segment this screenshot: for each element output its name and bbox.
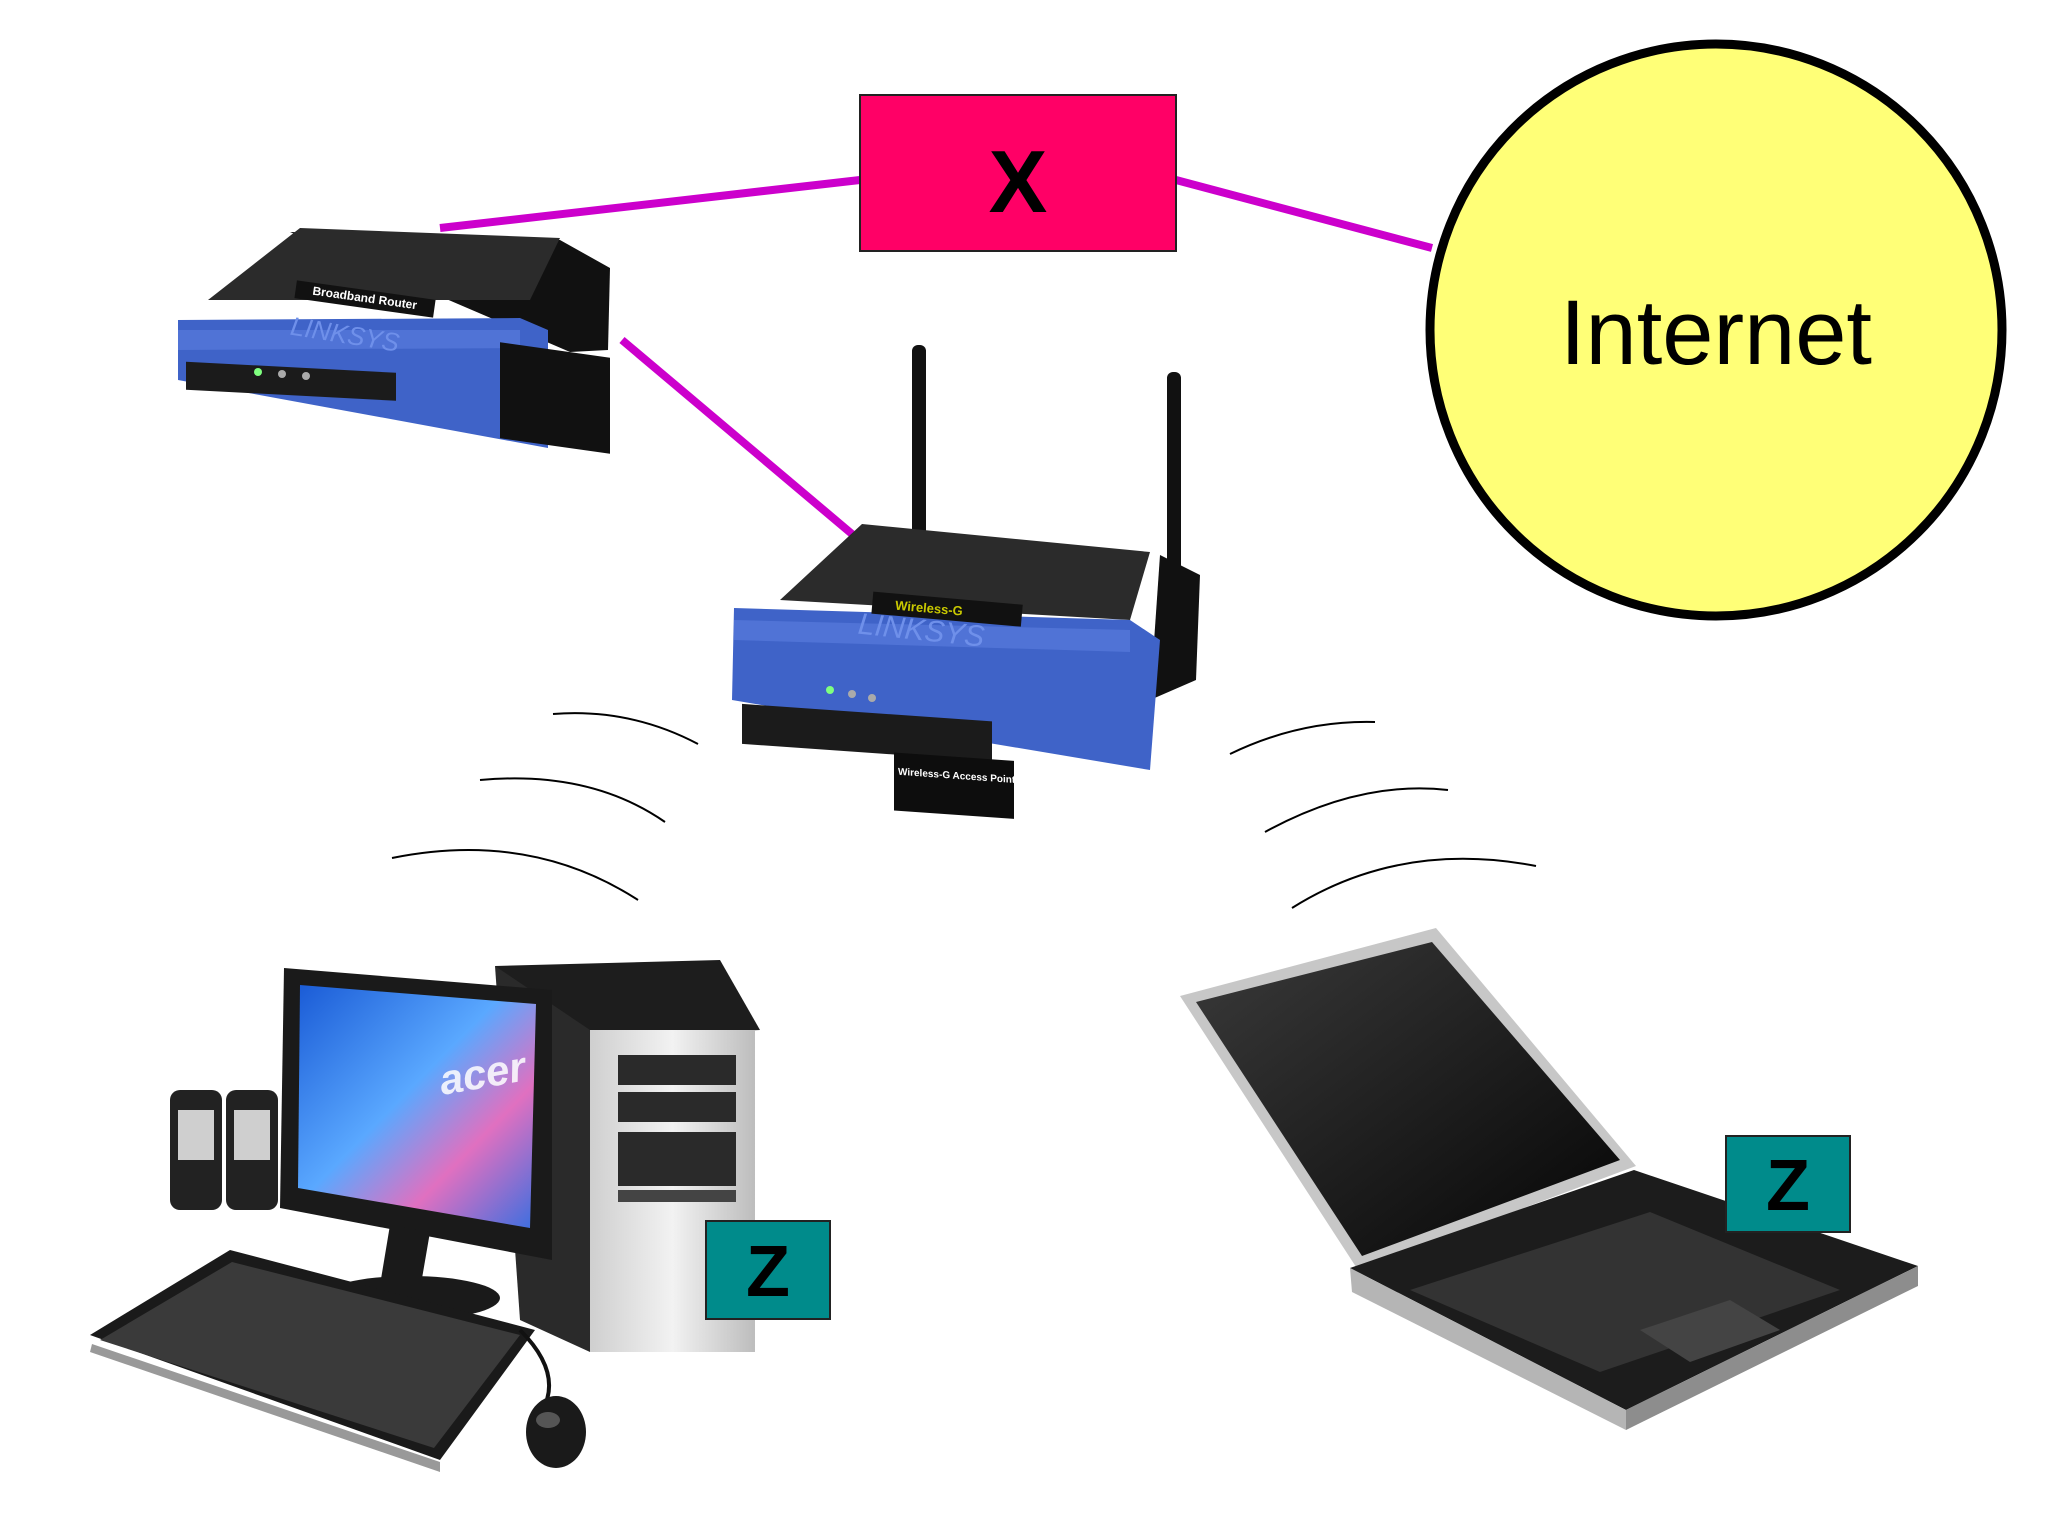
antenna-left xyxy=(912,345,926,560)
wifi-signal-left xyxy=(392,713,698,900)
z-box-laptop: Z xyxy=(1726,1136,1850,1232)
desktop-computer: acer Z xyxy=(90,960,830,1472)
speakers xyxy=(170,1090,278,1210)
x-box-label: X xyxy=(989,132,1048,231)
antenna-right xyxy=(1167,372,1181,572)
z-label-laptop: Z xyxy=(1766,1146,1810,1226)
monitor: acer xyxy=(280,968,552,1320)
broadband-router: Broadband Router LINKSYS xyxy=(178,228,610,454)
z-label-desktop: Z xyxy=(746,1232,790,1312)
link-router-x xyxy=(440,180,860,228)
wifi-signal-right xyxy=(1230,722,1536,908)
wireless-access-point: Wireless-G LINKSYS Wireless-G Access Poi… xyxy=(732,345,1200,819)
link-router-ap xyxy=(622,340,852,534)
link-x-internet xyxy=(1176,180,1432,248)
z-box-desktop: Z xyxy=(706,1221,830,1319)
internet-cloud: Internet xyxy=(1430,44,2002,616)
laptop-computer: Z xyxy=(1180,928,1918,1430)
mouse xyxy=(520,1330,586,1468)
x-box: X xyxy=(860,95,1176,251)
internet-label: Internet xyxy=(1560,282,1872,384)
